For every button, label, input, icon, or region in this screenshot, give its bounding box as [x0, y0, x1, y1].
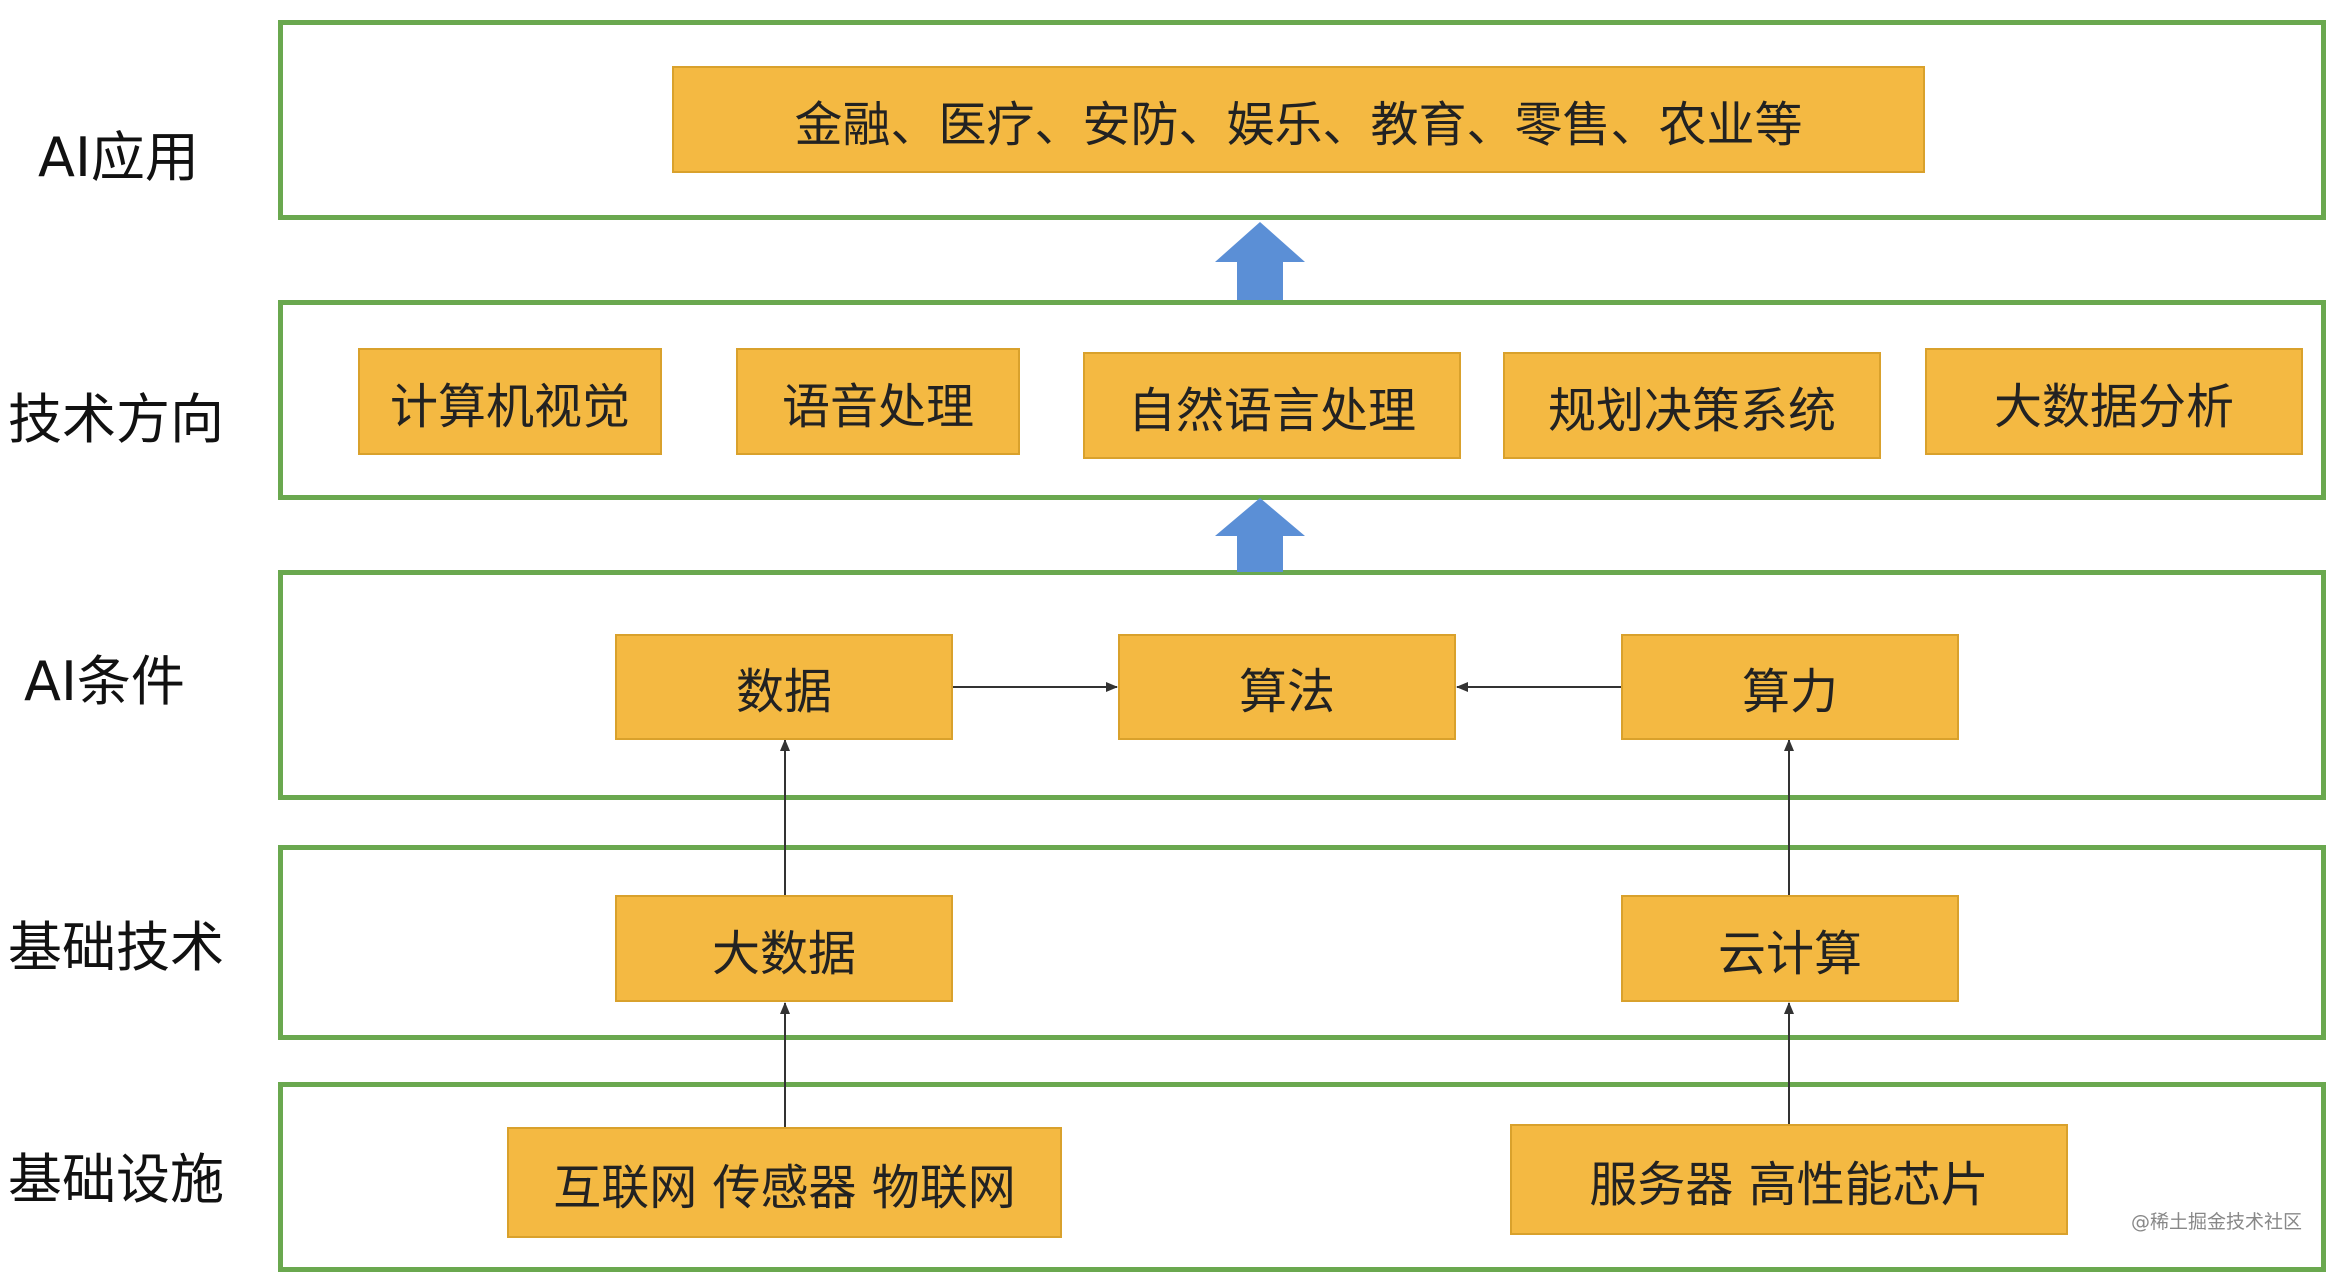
label-ai-conditions: AI条件 — [24, 650, 185, 713]
watermark: @稀土掘金技术社区 — [2130, 1211, 2302, 1233]
condition-data: 数据 — [615, 634, 953, 740]
condition-compute: 算力 — [1621, 634, 1959, 740]
big-up-arrow-middle — [1215, 498, 1305, 572]
tech-cloud-computing: 云计算 — [1621, 895, 1959, 1002]
direction-speech-processing: 语音处理 — [736, 348, 1020, 455]
label-infrastructure: 基础设施 — [8, 1148, 224, 1211]
infra-servers-chips: 服务器 高性能芯片 — [1510, 1124, 2068, 1235]
label-tech-direction: 技术方向 — [8, 388, 224, 451]
direction-computer-vision: 计算机视觉 — [358, 348, 662, 455]
direction-big-data-analysis: 大数据分析 — [1925, 348, 2303, 455]
direction-planning-decision: 规划决策系统 — [1503, 352, 1881, 459]
condition-algorithm: 算法 — [1118, 634, 1456, 740]
big-up-arrow-top — [1215, 222, 1305, 300]
tech-big-data: 大数据 — [615, 895, 953, 1002]
infra-internet-sensors-iot: 互联网 传感器 物联网 — [507, 1127, 1062, 1238]
direction-nlp: 自然语言处理 — [1083, 352, 1461, 459]
application-domains-box: 金融、医疗、安防、娱乐、教育、零售、农业等 — [672, 66, 1925, 173]
label-ai-application: AI应用 — [38, 126, 199, 189]
label-foundation-tech: 基础技术 — [8, 916, 224, 979]
